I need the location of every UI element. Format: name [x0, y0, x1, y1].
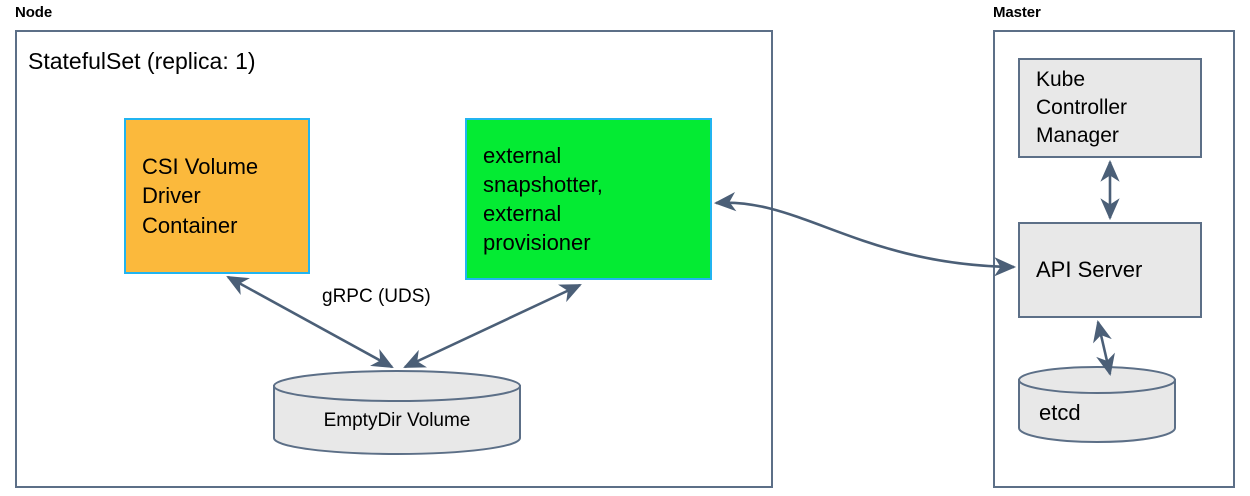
csi-volume-driver-container-box[interactable]: CSI Volume Driver Container: [124, 118, 310, 274]
group-title-master: Master: [993, 4, 1041, 21]
kube-controller-manager-box[interactable]: Kube Controller Manager: [1018, 58, 1202, 158]
etcd-label: etcd: [1039, 400, 1081, 425]
csi-volume-driver-container-label: CSI Volume Driver Container: [142, 154, 259, 238]
api-server-box[interactable]: API Server: [1018, 222, 1202, 318]
kube-controller-manager-label: Kube Controller Manager: [1036, 68, 1128, 147]
grpc-uds-label: gRPC (UDS): [322, 286, 431, 307]
emptydir-volume-label: EmptyDir Volume: [323, 410, 471, 431]
statefulset-label: StatefulSet (replica: 1): [28, 48, 256, 74]
external-snapshotter-provisioner-box[interactable]: external snapshotter, external provision…: [465, 118, 712, 280]
etcd-cylinder[interactable]: etcd: [1017, 366, 1177, 446]
api-server-label: API Server: [1036, 257, 1143, 283]
emptydir-volume-cylinder[interactable]: EmptyDir Volume: [272, 370, 522, 456]
group-title-node: Node: [15, 4, 53, 21]
external-snapshotter-provisioner-label: external snapshotter, external provision…: [483, 142, 603, 256]
